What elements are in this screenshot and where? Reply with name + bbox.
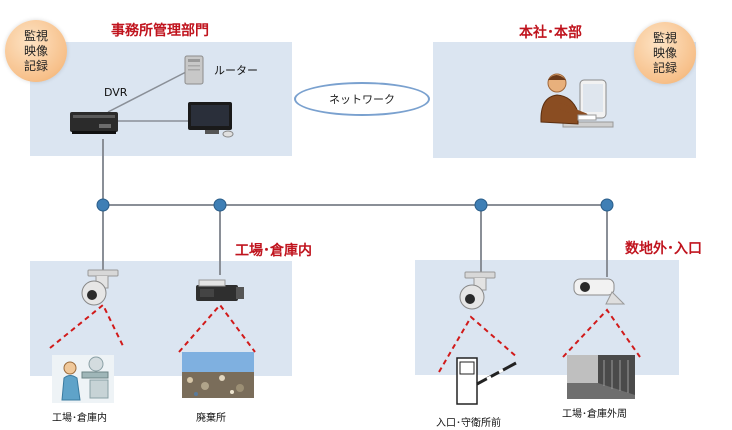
network-label: ネットワーク [329, 93, 395, 106]
factory-worker-image [52, 355, 114, 403]
router-label: ルーター [214, 64, 258, 77]
bullet-camera-icon [573, 278, 626, 305]
hq-recording-badge: 監視 映像 記録 [634, 22, 696, 84]
waste-site-image [182, 352, 254, 398]
factory-location-label: 工場･倉庫内 [52, 413, 107, 424]
office-recording-badge: 監視 映像 記録 [5, 20, 67, 82]
gate-booth-image [456, 357, 517, 405]
badge-line: 記録 [652, 60, 677, 75]
router-icon [184, 55, 204, 85]
factory-title: 工場･倉庫内 [235, 243, 312, 259]
dvr-label: DVR [104, 86, 128, 99]
network-nodes [96, 198, 614, 212]
badge-line: 監視 [23, 28, 48, 43]
operator-icon [540, 73, 614, 128]
badge-line: 映像 [652, 45, 677, 60]
box-camera-icon [196, 279, 244, 301]
badge-line: 監視 [652, 30, 677, 45]
dome-camera-icon [459, 271, 496, 310]
dvr-icon [70, 112, 118, 134]
dome-camera-icon [81, 269, 119, 306]
monitor-icon [188, 102, 234, 138]
network-cloud: ネットワーク [294, 82, 430, 116]
office-panel [30, 42, 292, 156]
perimeter-location-label: 工場･倉庫外周 [562, 409, 627, 420]
coverage-cones [49, 303, 641, 373]
perimeter-image [567, 355, 635, 399]
waste-location-label: 廃棄所 [196, 413, 226, 424]
office-title: 事務所管理部門 [111, 23, 209, 39]
hq-title: 本社･本部 [519, 25, 582, 41]
badge-line: 記録 [23, 58, 48, 73]
outside-title: 数地外･入口 [625, 241, 702, 257]
gate-location-label: 入口･守衛所前 [436, 418, 501, 429]
badge-line: 映像 [23, 43, 48, 58]
